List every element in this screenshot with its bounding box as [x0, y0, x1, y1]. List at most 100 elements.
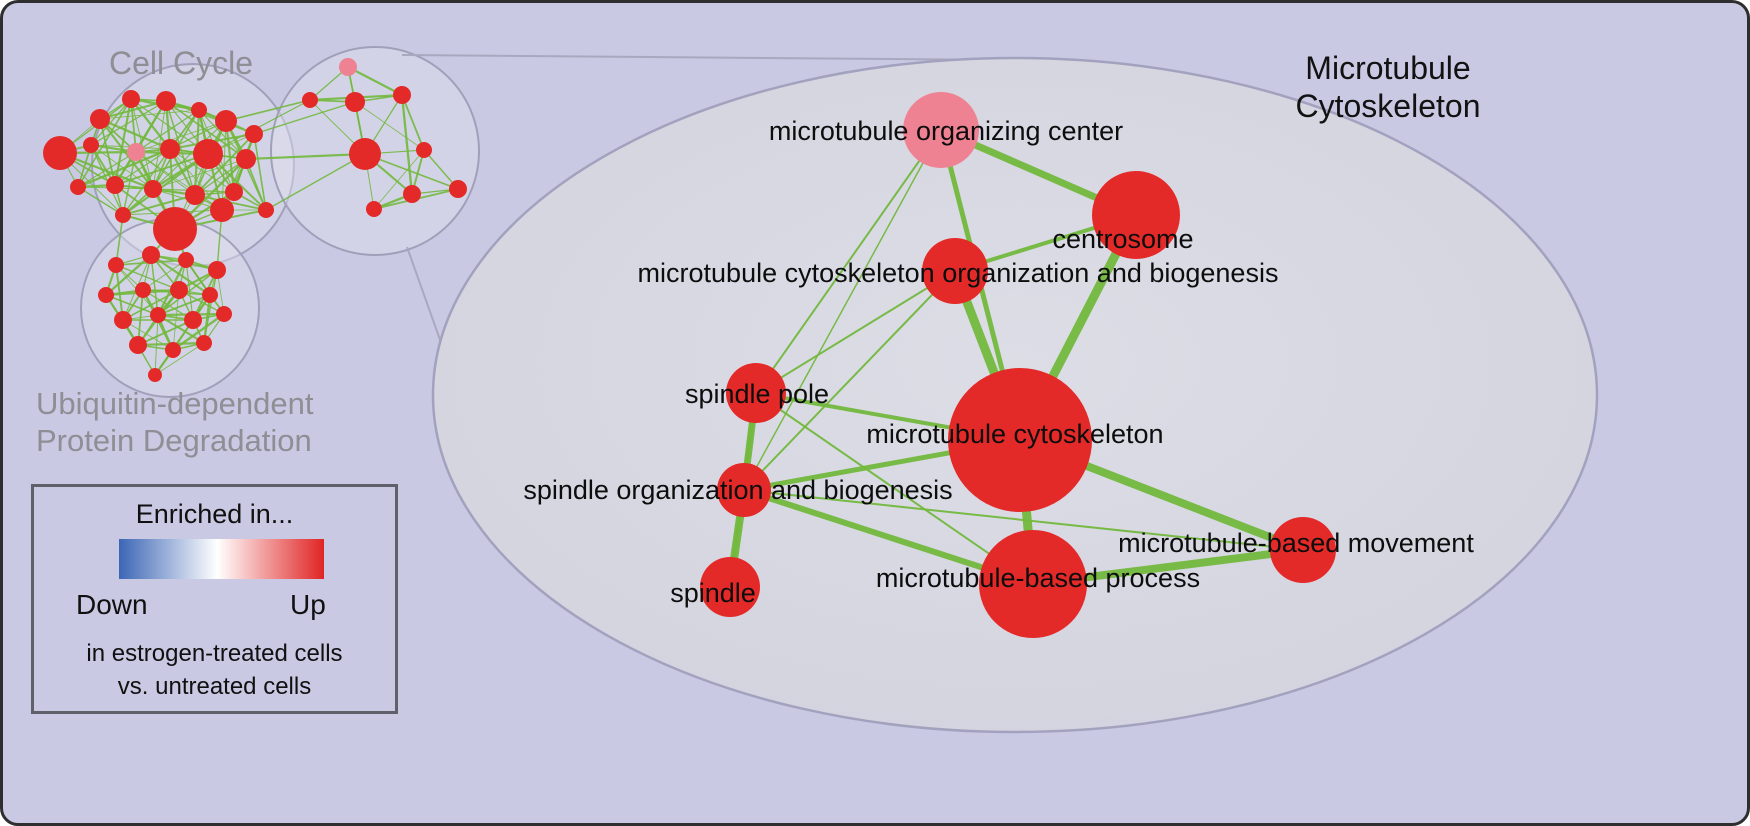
overview-node	[135, 282, 151, 298]
overview-node	[449, 180, 467, 198]
zoom-node-mbm	[1270, 517, 1336, 583]
overview-edge	[122, 194, 196, 216]
zoom-edge-moc-spindle_pole	[755, 129, 942, 394]
overview-node	[403, 185, 421, 203]
overview-edge	[364, 153, 459, 190]
zoom-node-mcob	[922, 238, 988, 304]
overview-edge	[90, 144, 154, 190]
zoom-node-label-mbm: microtubule-based movement	[1118, 528, 1474, 558]
overview-node	[202, 287, 218, 303]
overview-edge	[150, 254, 211, 296]
overview-node	[170, 281, 188, 299]
legend-up-label: Up	[290, 589, 326, 620]
overview-edge	[137, 319, 194, 346]
overview-node	[165, 342, 181, 358]
overview-node	[70, 179, 86, 195]
overview-edge	[99, 100, 167, 120]
overview-node	[98, 287, 114, 303]
zoom-node-label-mc: microtubule cytoskeleton	[866, 419, 1163, 449]
overview-edge	[152, 120, 227, 190]
zoom-nodes-layer	[700, 92, 1336, 638]
overview-edge	[122, 148, 171, 216]
overview-node	[127, 143, 145, 161]
overview-node	[83, 137, 99, 153]
overview-node	[184, 311, 202, 329]
legend-gradient-bar	[119, 539, 324, 579]
overview-edge	[185, 259, 194, 321]
overview-node	[160, 139, 180, 159]
zoom-labels-layer: microtubule organizing center centrosome m…	[523, 116, 1474, 608]
overview-edge	[152, 158, 247, 190]
overview-edge	[77, 151, 137, 188]
zoom-node-mbp	[979, 530, 1087, 638]
overview-node	[225, 183, 243, 201]
legend-caption-line1: in estrogen-treated cells	[86, 640, 343, 667]
zoom-node-mc	[948, 368, 1092, 512]
microtubule-label-line2: Cytoskeleton	[1295, 88, 1481, 125]
overview-edge	[114, 148, 171, 186]
zoom-node-label-spindle: spindle	[670, 578, 756, 608]
overview-edge	[157, 314, 205, 344]
zoom-node-sob	[717, 463, 771, 517]
overview-edge	[90, 98, 132, 146]
overview-node	[416, 142, 432, 158]
overview-edge	[77, 147, 171, 189]
overview-edge	[99, 109, 200, 120]
overview-node	[129, 336, 147, 354]
overview-node	[216, 306, 232, 322]
overview-node	[115, 207, 131, 223]
overview-edge	[99, 118, 154, 190]
overview-edge	[77, 186, 124, 216]
overview-nodes-layer	[43, 58, 467, 382]
overview-edge	[130, 98, 171, 150]
overview-edge	[169, 148, 223, 211]
overview-node	[196, 335, 212, 351]
zoom-node-label-centrosome: centrosome	[1052, 224, 1193, 254]
zoom-node-centrosome	[1092, 171, 1180, 259]
zoom-node-spindle_pole	[726, 363, 786, 423]
overview-edge	[401, 94, 425, 151]
overview-node	[122, 90, 140, 108]
overview-edge	[165, 100, 247, 160]
zoom-node-label-mcob: microtubule cytoskeleton organization an…	[638, 258, 1279, 288]
overview-bridge-edge	[265, 153, 366, 211]
overview-edge	[142, 259, 187, 291]
overview-edge	[194, 133, 255, 196]
overview-node	[366, 201, 382, 217]
overview-edge	[114, 153, 209, 186]
overview-node	[236, 149, 256, 169]
overview-bridge-edge	[245, 152, 366, 161]
zoom-node-spindle	[700, 557, 760, 617]
legend-title: Enriched in...	[135, 499, 294, 529]
overview-node	[108, 257, 124, 273]
overview-node	[210, 198, 234, 222]
overview-node	[345, 92, 365, 112]
overview-edge	[169, 148, 235, 193]
overview-node	[142, 246, 160, 264]
cell-cycle-cluster-label: Cell Cycle	[109, 45, 254, 81]
zoom-edge-moc-sob	[743, 129, 942, 491]
zoom-edge-mcob-sob	[743, 270, 956, 491]
zoom-node-label-moc: microtubule organizing center	[769, 116, 1123, 146]
overview-edge	[115, 264, 180, 291]
overview-edge	[165, 100, 255, 135]
overview-edge	[157, 294, 211, 316]
ubiquitin-label-line1: Ubiquitin-dependent	[36, 386, 314, 421]
overview-bridge-edge	[253, 101, 356, 135]
overview-edge	[347, 65, 403, 97]
overview-node	[114, 311, 132, 329]
overview-edge	[154, 342, 205, 376]
overview-node	[148, 368, 162, 382]
legend-caption: in estrogen-treated cells vs. untreated …	[34, 637, 395, 703]
overview-node	[153, 207, 197, 251]
ubiquitin-label-line2: Protein Degradation	[36, 422, 312, 458]
overview-edge	[400, 94, 414, 195]
overview-node	[43, 136, 77, 170]
overview-node	[193, 139, 223, 169]
legend-down-label: Down	[76, 589, 148, 620]
overview-edge	[373, 149, 425, 210]
overview-node	[245, 125, 263, 143]
overview-edge	[90, 144, 124, 216]
overview-node	[156, 91, 176, 111]
